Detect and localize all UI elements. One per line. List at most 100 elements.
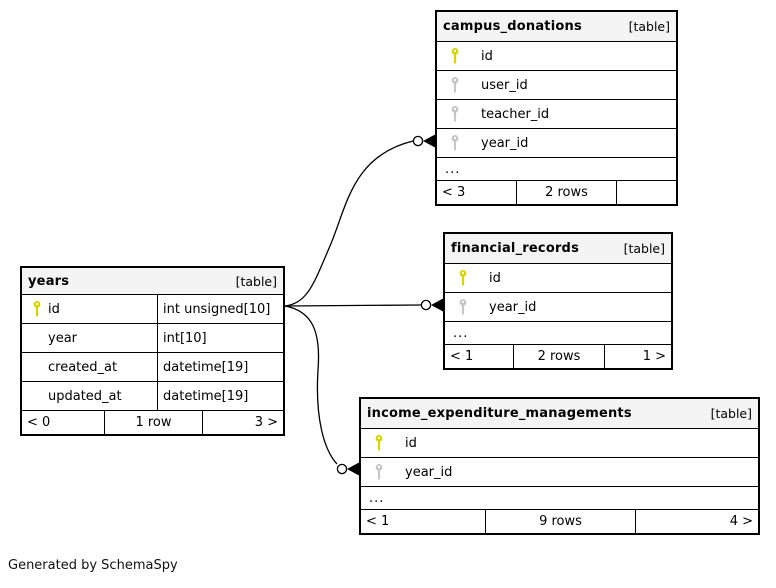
primary-key-icon xyxy=(373,434,385,452)
column-name: teacher_id xyxy=(481,106,550,122)
footer-child-count: 4 > xyxy=(729,514,753,529)
table-header: years [table] xyxy=(22,268,283,294)
table-row: id xyxy=(361,428,758,457)
schemaspy-credit: Generated by SchemaSpy xyxy=(8,558,178,573)
column-name: id xyxy=(48,301,60,317)
column-name: year_id xyxy=(489,299,537,315)
table-title[interactable]: campus_donations xyxy=(443,19,582,34)
table-row: id xyxy=(437,41,676,70)
column-name: created_at xyxy=(48,359,118,375)
table-row: user_id xyxy=(437,70,676,99)
column-name-cell: id xyxy=(445,264,671,292)
column-name: updated_at xyxy=(48,388,122,404)
column-name-cell: id xyxy=(361,429,758,457)
column-name: user_id xyxy=(481,77,528,93)
column-type: datetime[19] xyxy=(157,353,283,381)
footer-parent-count: < 0 xyxy=(22,411,105,434)
table-type-badge: [table] xyxy=(623,241,665,256)
foreign-key-icon xyxy=(449,105,461,123)
column-name-cell: user_id xyxy=(437,71,676,99)
table-title[interactable]: income_expenditure_managements xyxy=(367,406,632,421)
column-name: year_id xyxy=(405,464,453,480)
zero-or-one-circle-icon xyxy=(336,463,348,475)
table-row: year_id xyxy=(361,457,758,486)
table-years[interactable]: years [table] id int unsigned[10] year int[10… xyxy=(20,266,285,436)
table-header: campus_donations [table] xyxy=(437,12,676,41)
column-name-cell: year_id xyxy=(445,293,671,321)
column-type-text: int[10] xyxy=(163,330,207,346)
crow-arrowhead-icon xyxy=(347,462,359,476)
column-name-cell: year_id xyxy=(437,129,676,157)
table-title[interactable]: years xyxy=(28,273,70,289)
column-name-cell: year xyxy=(22,324,157,352)
ellipsis-row: ... xyxy=(437,157,676,180)
footer-child-count xyxy=(617,181,676,204)
ellipsis-text: ... xyxy=(369,490,385,506)
relationship-connector xyxy=(284,134,435,307)
footer-row-count: 1 row xyxy=(105,411,203,434)
zero-or-one-circle-icon xyxy=(412,135,424,147)
table-header: financial_records [table] xyxy=(445,234,671,263)
footer-row-count: 9 rows xyxy=(486,510,636,533)
foreign-key-icon xyxy=(449,76,461,94)
table-row: year_id xyxy=(445,292,671,321)
relationship-connector xyxy=(284,298,443,312)
column-name-cell: year_id xyxy=(361,458,758,486)
table-row: teacher_id xyxy=(437,99,676,128)
footer-parent-count: < 3 xyxy=(437,181,517,204)
column-type: int unsigned[10] xyxy=(157,295,283,323)
relationship-connector xyxy=(284,305,359,476)
column-name: id xyxy=(481,48,493,64)
ellipsis-text: ... xyxy=(453,325,469,341)
column-type: datetime[19] xyxy=(157,382,283,410)
footer-row-count: 2 rows xyxy=(514,345,605,368)
column-name-cell: teacher_id xyxy=(437,100,676,128)
column-name-cell: id xyxy=(22,295,157,323)
table-row: year int[10] xyxy=(22,323,283,352)
table-type-badge: [table] xyxy=(628,19,670,34)
ellipsis-row: ... xyxy=(445,321,671,344)
column-name: year xyxy=(48,330,78,346)
footer-parent-count: < 1 xyxy=(445,345,514,368)
primary-key-icon xyxy=(449,47,461,65)
footer-child-count: 3 > xyxy=(254,415,278,430)
column-name: id xyxy=(405,435,417,451)
table-campus_donations[interactable]: campus_donations [table] id user_id teacher_… xyxy=(435,10,678,206)
column-name-cell: updated_at xyxy=(22,382,157,410)
table-row: id xyxy=(445,263,671,292)
column-name: id xyxy=(489,270,501,286)
crow-arrowhead-icon xyxy=(431,298,443,312)
primary-key-icon xyxy=(31,300,43,318)
column-type-text: int unsigned[10] xyxy=(163,301,271,317)
ellipsis-row: ... xyxy=(361,486,758,509)
table-header: income_expenditure_managements [table] xyxy=(361,399,758,428)
column-type: int[10] xyxy=(157,324,283,352)
ellipsis-text: ... xyxy=(445,161,461,177)
zero-or-one-circle-icon xyxy=(420,299,432,311)
footer-row-count: 2 rows xyxy=(517,181,617,204)
column-type-text: datetime[19] xyxy=(163,359,249,375)
column-type-text: datetime[19] xyxy=(163,388,249,404)
foreign-key-icon xyxy=(373,463,385,481)
table-row: updated_at datetime[19] xyxy=(22,381,283,410)
table-income_expenditure_managements[interactable]: income_expenditure_managements [table] id y… xyxy=(359,397,760,535)
crow-arrowhead-icon xyxy=(423,134,435,148)
foreign-key-icon xyxy=(457,298,469,316)
table-type-badge: [table] xyxy=(710,406,752,421)
table-title[interactable]: financial_records xyxy=(451,241,580,256)
footer-child-count: 1 > xyxy=(642,349,666,364)
table-type-badge: [table] xyxy=(235,273,277,289)
table-row: created_at datetime[19] xyxy=(22,352,283,381)
primary-key-icon xyxy=(457,269,469,287)
column-name-cell: created_at xyxy=(22,353,157,381)
column-name-cell: id xyxy=(437,42,676,70)
table-row: year_id xyxy=(437,128,676,157)
footer-parent-count: < 1 xyxy=(361,510,486,533)
